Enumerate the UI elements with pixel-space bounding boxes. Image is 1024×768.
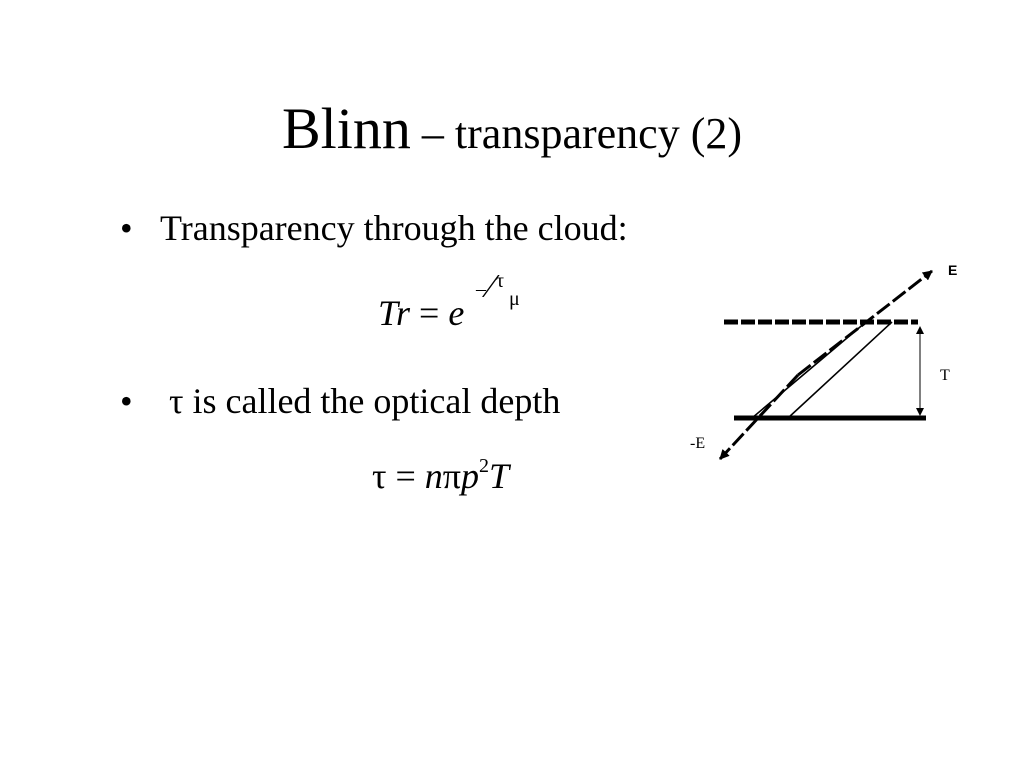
title-main: Blinn (282, 96, 411, 161)
eq1-exp-sign: – (476, 278, 486, 300)
eq2-lhs: τ (372, 456, 387, 496)
bullet-text: is called the optical depth (183, 381, 561, 421)
bullet-text: Transparency through the cloud: (160, 208, 628, 248)
slide-title: Blinn – transparency (2) (0, 100, 1024, 158)
title-sub: transparency (2) (454, 109, 742, 158)
label-neg-e: -E (690, 435, 705, 452)
cloud-layer-diagram: E -E T (690, 262, 957, 461)
eq2-pi: π (442, 456, 461, 496)
ray-right (787, 321, 893, 419)
eq2-T: T (488, 456, 509, 496)
eq1-lhs: Tr (378, 293, 411, 333)
equation-optical-depth: τ = nπp2T (372, 455, 509, 497)
eq2-equals: = (386, 456, 425, 496)
eq1-base: e (448, 293, 465, 333)
eq2-sup: 2 (478, 455, 489, 477)
bullet-transparency: • Transparency through the cloud: (120, 207, 628, 249)
bullet-optical-depth: • τ is called the optical depth (120, 380, 560, 422)
bullet-marker: • (120, 381, 133, 421)
equation-transparency: Tr = e – τ ⁄ μ (378, 268, 520, 334)
ray-left (751, 321, 867, 419)
bullet-marker: • (120, 208, 133, 248)
negative-eye-direction-arrow (718, 373, 800, 461)
eq2-p: p (460, 456, 479, 496)
tau-symbol: τ (169, 381, 184, 421)
eq1-exp-den: μ (509, 288, 520, 310)
eq2-n: n (424, 456, 443, 496)
eq1-exp-slash: ⁄ (488, 268, 494, 305)
title-dash: – (410, 109, 455, 158)
eq1-exp-num: τ (496, 270, 505, 292)
label-e: E (948, 262, 957, 278)
label-thickness: T (940, 367, 950, 384)
eq1-equals: = (410, 293, 449, 333)
